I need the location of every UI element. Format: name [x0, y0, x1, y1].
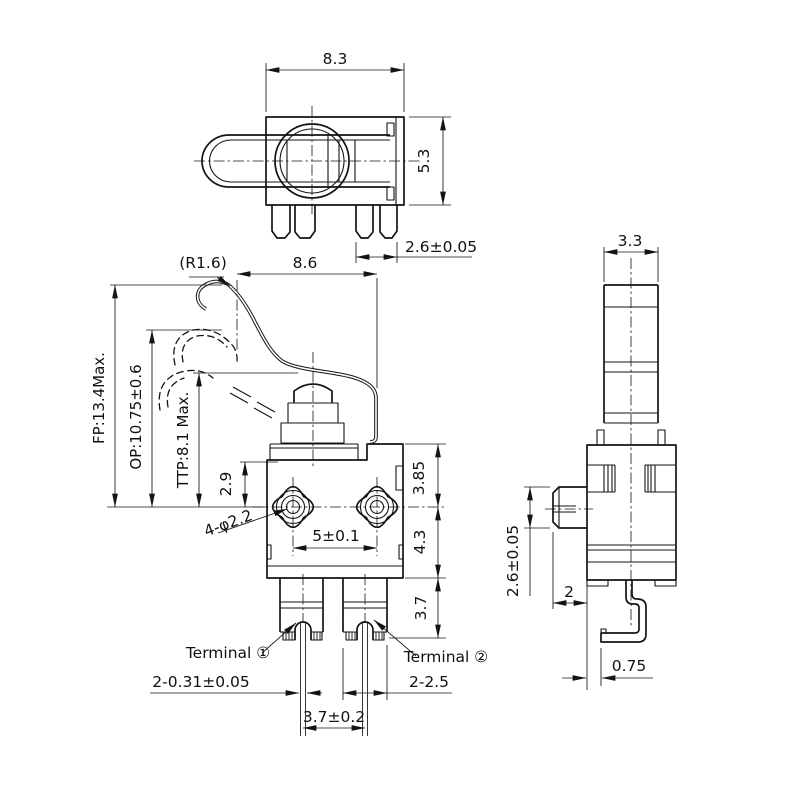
dim-body-upper: 3.85: [410, 461, 428, 496]
top-view: 8.3 5.3 2.6±0.05: [194, 50, 477, 263]
terminal-2-label: Terminal ②: [403, 648, 488, 666]
dim-hole-offset: 2.9: [217, 472, 235, 497]
dim-terminal-height: 3.7: [412, 596, 430, 621]
dim-hole-pitch: 5±0.1: [312, 527, 360, 545]
dim-free-position: FP:13.4Max.: [90, 352, 108, 444]
lever-arm: [195, 279, 378, 444]
side-dimensions: 3.3 2.6±0.05 2 0.75: [504, 232, 659, 690]
top-view-dimensions: 8.3 5.3 2.6±0.05: [265, 50, 477, 263]
terminal-1-label: Terminal ①: [185, 644, 270, 662]
dim-lever-span: 8.6: [293, 254, 318, 272]
dim-terminal-width: 2-2.5: [409, 673, 449, 691]
side-mounting-tab: [545, 486, 593, 529]
dim-top-body-width: 8.3: [323, 50, 348, 68]
plunger: [280, 352, 345, 468]
side-bent-terminal: [600, 580, 647, 643]
front-view: (R1.6) 8.6 FP:13.4Max. OP:10.75±0.6 TTP:…: [90, 254, 488, 736]
lever-radius-label: (R1.6): [179, 254, 227, 272]
dim-side-tab-height: 2.6±0.05: [504, 525, 522, 597]
front-dimensions: (R1.6) 8.6 FP:13.4Max. OP:10.75±0.6 TTP:…: [90, 254, 488, 731]
top-view-terminals: [271, 205, 398, 239]
dim-total-travel-position: TTP:8.1 Max.: [174, 392, 192, 490]
dim-side-tab-offset: 2: [564, 583, 574, 601]
dim-operating-position: OP:10.75±0.6: [127, 364, 145, 469]
front-terminal-2: [342, 574, 388, 736]
dim-side-lever-width: 3.3: [618, 232, 643, 250]
dim-body-lower: 4.3: [411, 530, 429, 555]
dim-side-lead-protrusion: 0.75: [612, 657, 647, 675]
dim-terminal-thickness: 2-0.31±0.05: [152, 673, 249, 691]
side-view: 3.3 2.6±0.05 2 0.75: [504, 232, 677, 690]
front-body: [266, 443, 404, 579]
dim-top-body-depth: 5.3: [415, 149, 433, 174]
dim-top-terminal-width: 2.6±0.05: [405, 238, 477, 256]
dim-terminal-pitch: 3.7±0.2: [303, 708, 365, 726]
